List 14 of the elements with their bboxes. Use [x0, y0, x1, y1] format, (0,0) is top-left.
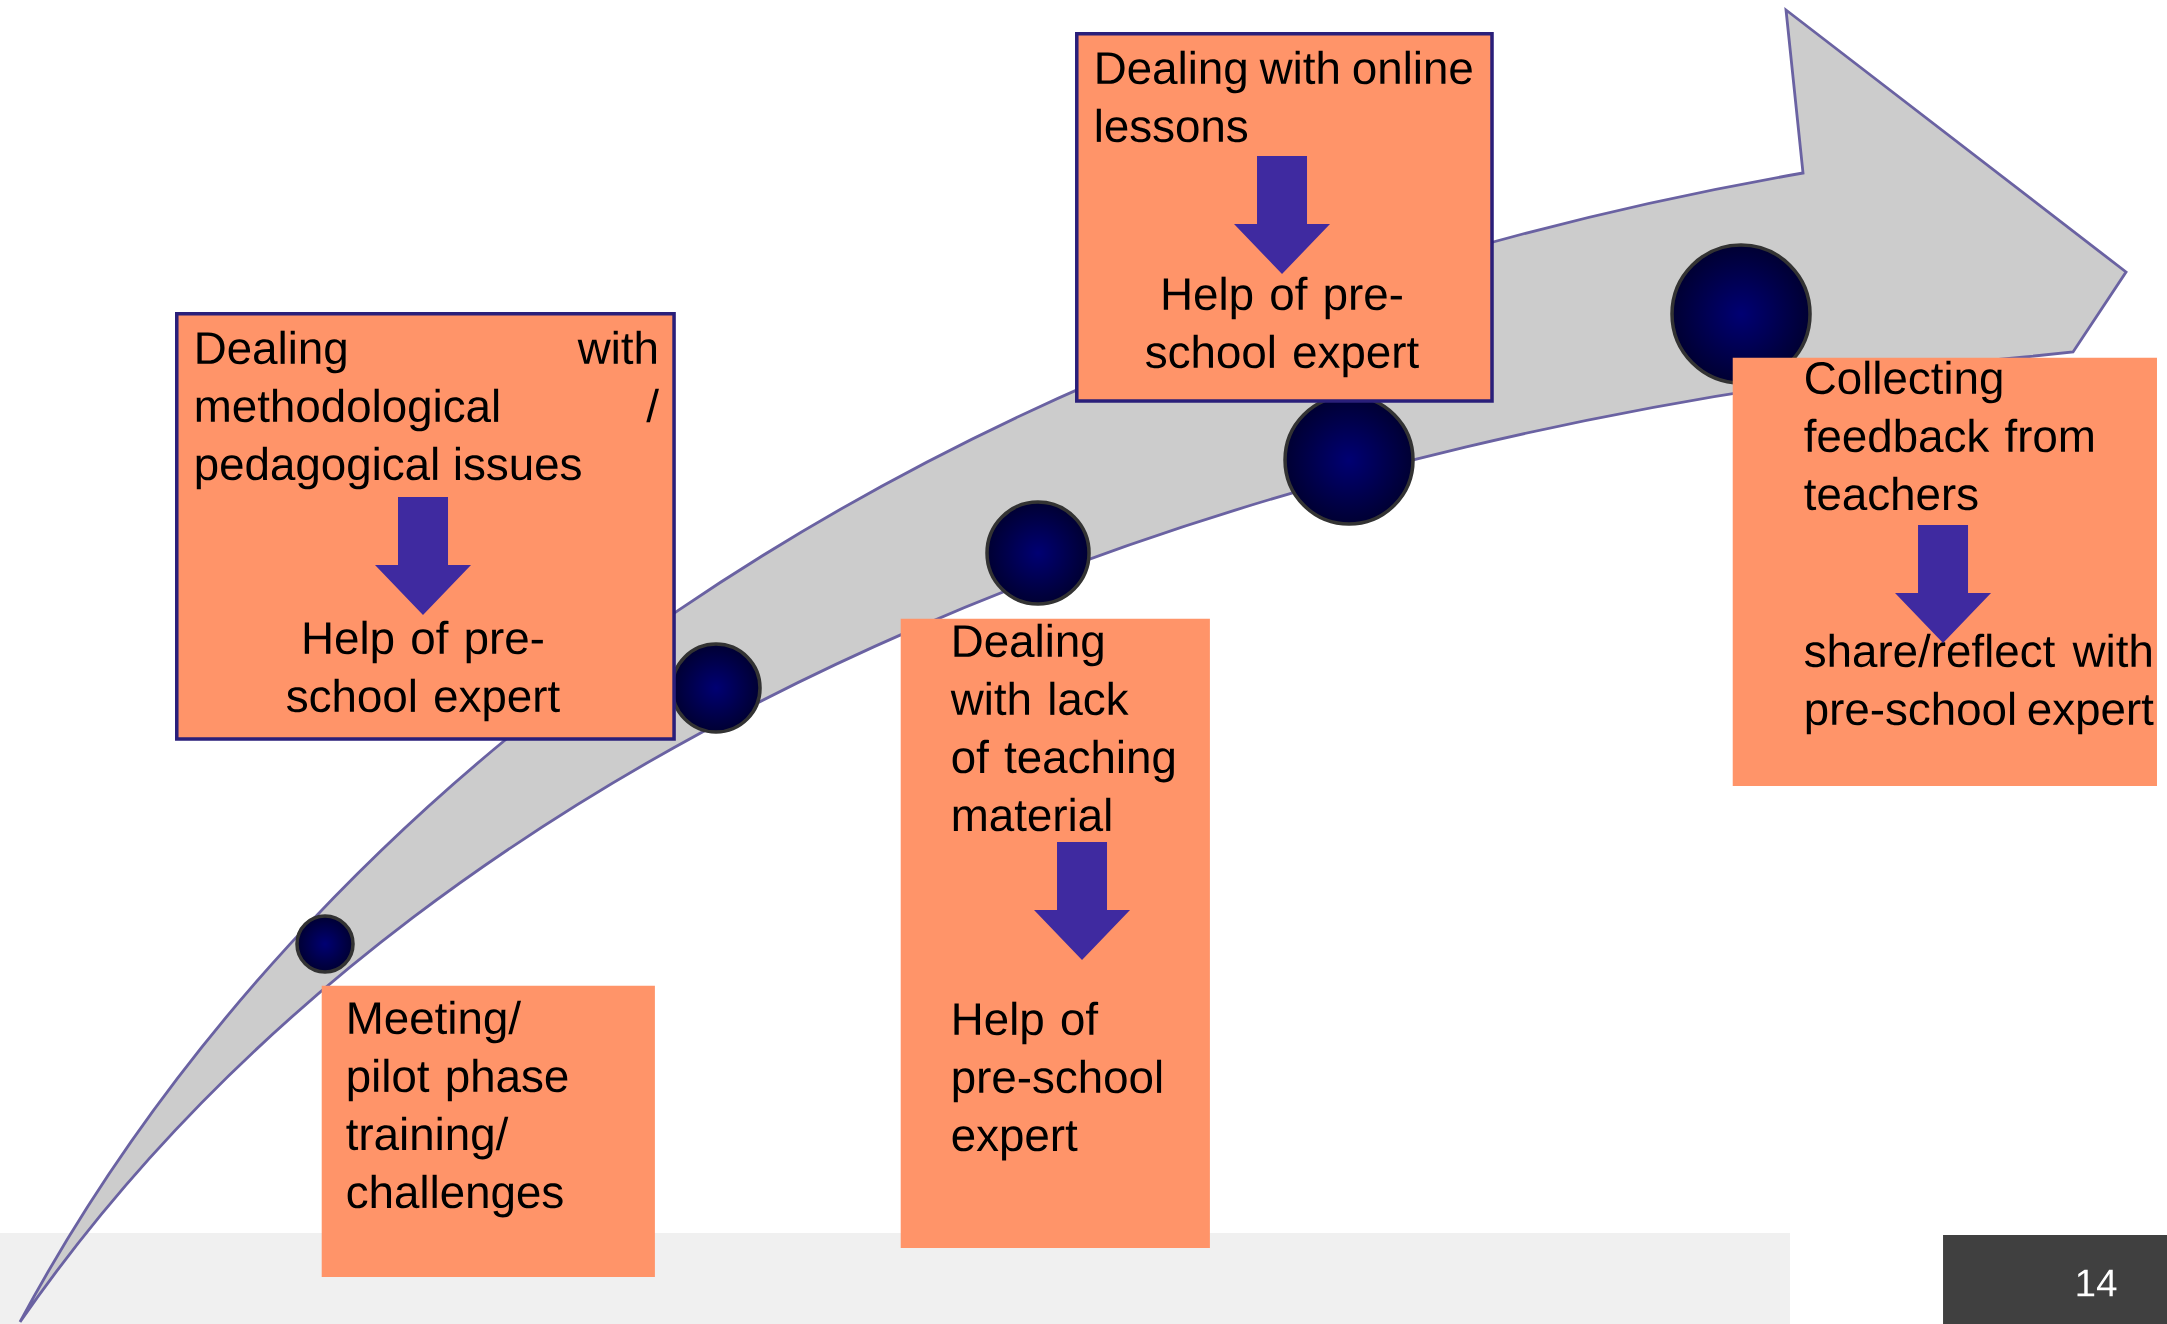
text-box: Dealing with lack of teaching material Help of pre-school expert	[900, 618, 1210, 1249]
node-label: Help of pre-school expert	[952, 1001, 1162, 1161]
node-label: Dealing with online lessons	[1096, 50, 1472, 143]
node-label: Dealing with lack of teaching material	[950, 623, 1174, 832]
text-box: Meeting/ pilot phase training/ challenges	[321, 985, 655, 1277]
node-label: Collecting feedback from teachers	[1804, 360, 2093, 511]
node-label: share/reflect with pre-school expert	[1805, 633, 2154, 735]
node-label: Help of pre-school expert	[287, 620, 560, 722]
text-box: Dealing with online lessons Help of pre-school expert	[1075, 32, 1494, 403]
text-box: Dealing with methodological / pedagogical issues Help of pre-school expert	[175, 312, 676, 741]
node-label: Dealing with methodological / pedagogical issues	[196, 330, 659, 490]
page-number: 14	[2077, 1269, 2117, 1297]
text-box: Collecting feedback from teachers share/reflect with pre-school expert	[1732, 357, 2157, 786]
node-label: Help of pre-school expert	[1146, 276, 1419, 378]
